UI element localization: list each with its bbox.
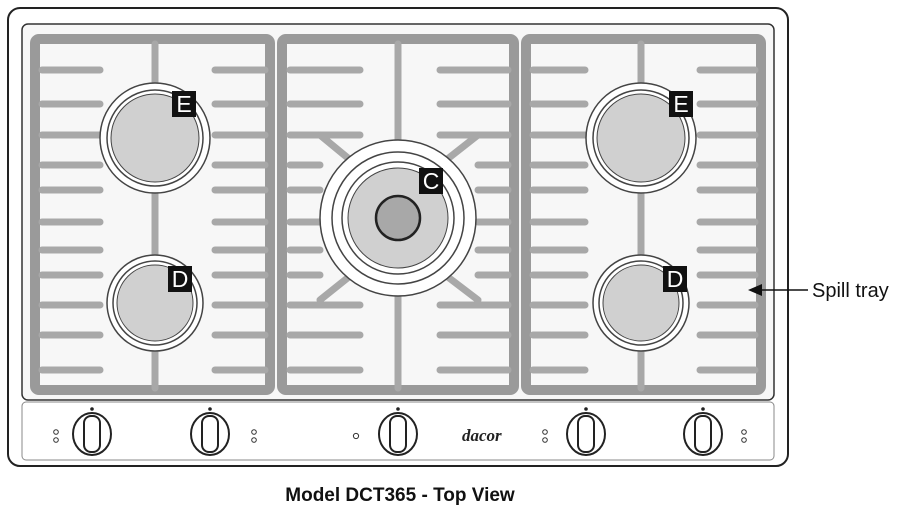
indicator-mark xyxy=(53,429,59,435)
burner-knob[interactable] xyxy=(190,407,230,456)
indicator-mark xyxy=(741,437,747,443)
badge-label: D xyxy=(172,266,189,292)
burner-knob[interactable] xyxy=(683,407,723,456)
burner-center xyxy=(319,139,477,297)
spill-tray-arrow xyxy=(748,284,808,296)
indicator-mark xyxy=(741,429,747,435)
indicator-mark xyxy=(542,437,548,443)
indicator-mark xyxy=(53,437,59,443)
badge-label: E xyxy=(176,91,191,117)
burner-knob[interactable] xyxy=(72,407,112,456)
grate-fingers xyxy=(38,40,759,392)
badge-label: E xyxy=(673,91,688,117)
burner-right-top xyxy=(585,82,697,194)
burner-knob[interactable] xyxy=(566,407,606,456)
indicator-mark xyxy=(352,432,360,440)
diagram-caption: Model DCT365 - Top View xyxy=(285,485,515,506)
badge-label: D xyxy=(667,266,684,292)
indicator-mark xyxy=(251,429,257,435)
control-knobs xyxy=(53,407,747,456)
indicator-mark xyxy=(542,429,548,435)
badge-label: C xyxy=(423,168,440,194)
badge-e-left: E xyxy=(172,91,196,117)
burner-knob[interactable] xyxy=(378,407,418,456)
dacor-logo: dacor xyxy=(462,426,502,445)
badge-d-right: D xyxy=(663,266,687,292)
indicator-mark xyxy=(251,437,257,443)
badge-e-right: E xyxy=(669,91,693,117)
badge-d-left: D xyxy=(168,266,192,292)
spill-tray-callout: Spill tray xyxy=(812,280,889,302)
badge-c: C xyxy=(419,168,443,194)
